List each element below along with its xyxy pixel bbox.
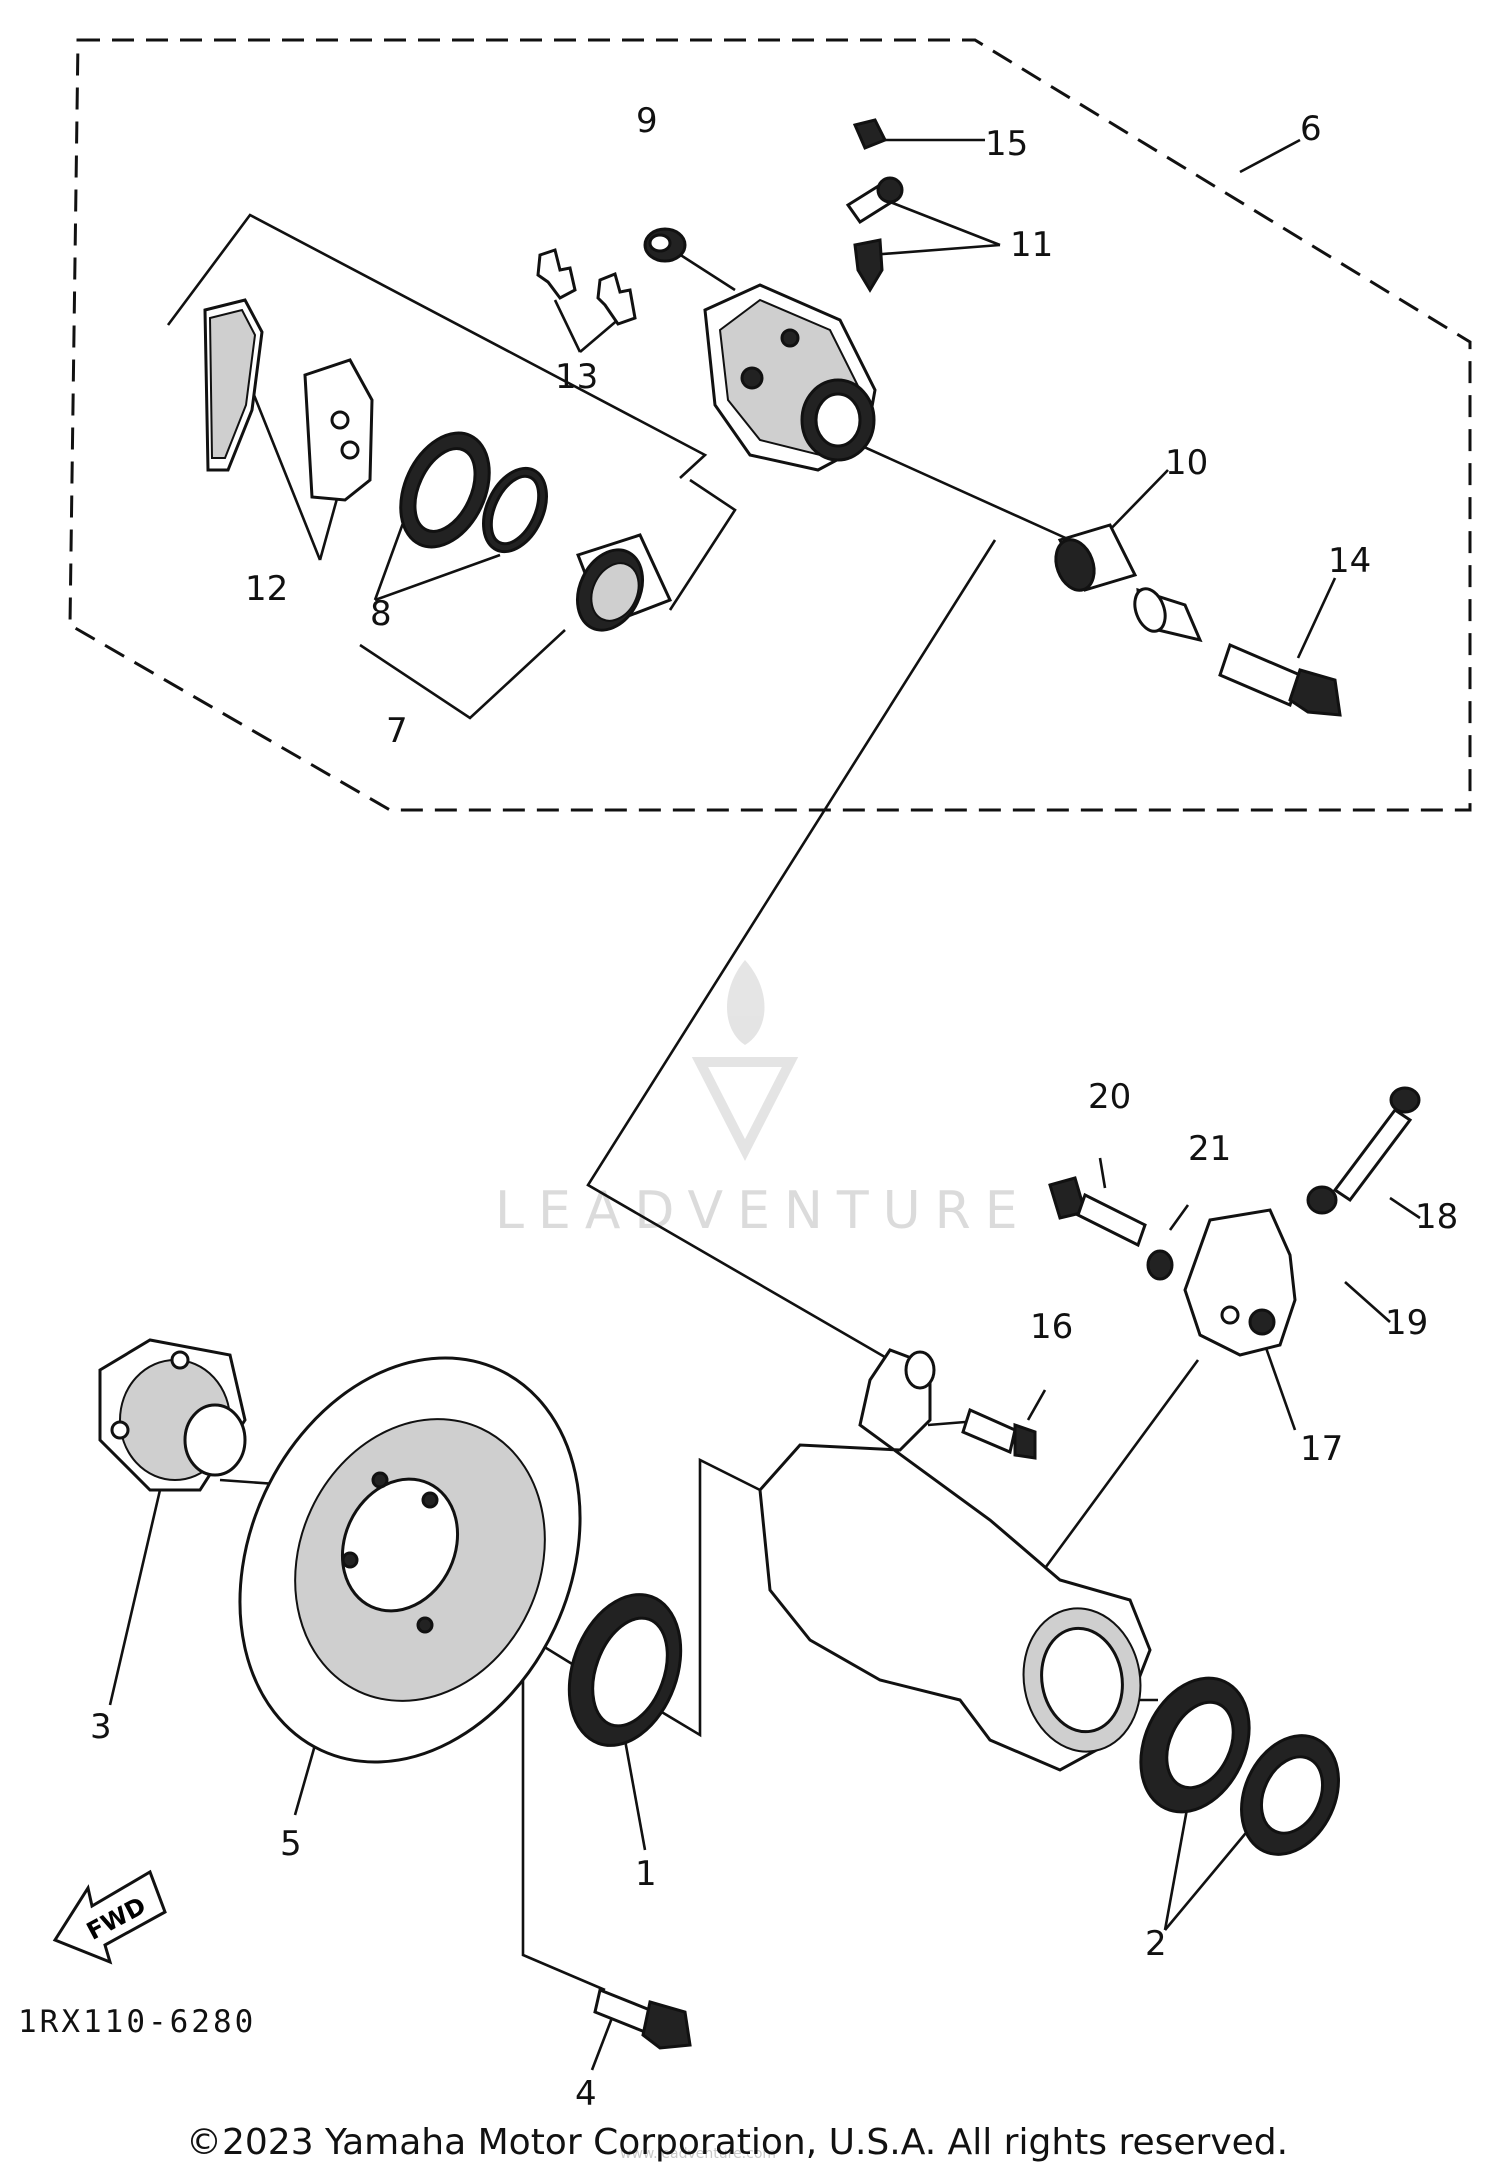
adjust-nut — [1306, 1185, 1338, 1215]
callout-4: 4 — [575, 2074, 597, 2114]
brake-disc — [238, 1356, 582, 1764]
callout-16: 16 — [1030, 1307, 1073, 1347]
caliper-body — [703, 283, 877, 472]
callout-15: 15 — [985, 124, 1028, 164]
watermark: LEADVENTURE — [495, 960, 1032, 1241]
callout-18: 18 — [1415, 1197, 1458, 1237]
bleeder-cap — [643, 227, 687, 263]
caliper-assembly-boundary — [68, 38, 1472, 812]
callout-19: 19 — [1385, 1303, 1428, 1343]
callout-8: 8 — [370, 594, 392, 634]
washer — [1146, 1249, 1174, 1281]
pad-springs — [536, 248, 637, 326]
torque-arm-bracket — [1183, 1208, 1297, 1357]
callout-17: 17 — [1300, 1429, 1343, 1469]
callout-2: 2 — [1145, 1924, 1167, 1964]
lock-nuts — [1139, 1676, 1340, 1856]
callout-12: 12 — [245, 569, 288, 609]
callout-11: 11 — [1010, 225, 1053, 265]
diagram-code: 1RX110-6280 — [18, 2004, 257, 2040]
callout-10: 10 — [1165, 443, 1208, 483]
watermark-brand: LEADVENTURE — [495, 1181, 1032, 1241]
callout-5: 5 — [280, 1824, 302, 1864]
arm-bolt — [961, 1407, 1037, 1460]
callout-9: 9 — [636, 101, 658, 141]
watermark-v-icon — [691, 1057, 799, 1161]
disc-bolt — [593, 1987, 692, 2050]
callout-7: 7 — [386, 711, 408, 751]
caliper-slide-pin — [1054, 523, 1203, 643]
caliper-bolt — [1218, 642, 1342, 717]
watermark-flame-icon — [726, 960, 765, 1045]
copyright-notice: ©2023 Yamaha Motor Corporation, U.S.A. A… — [186, 2122, 1289, 2163]
callout-13: 13 — [555, 357, 598, 397]
callout-20: 20 — [1088, 1077, 1131, 1117]
adjust-screw — [1332, 1086, 1421, 1203]
brake-pad-set — [203, 298, 374, 502]
callout-6: 6 — [1300, 109, 1322, 149]
callout-14: 14 — [1328, 541, 1371, 581]
bleed-parts — [845, 118, 904, 293]
oil-seal — [567, 1593, 683, 1747]
callout-21: 21 — [1188, 1129, 1231, 1169]
hub-housing — [758, 1348, 1152, 1772]
piston-seals — [399, 431, 548, 554]
bracket-bolt — [1048, 1176, 1147, 1248]
watermark-url: www.leadventure.com — [620, 2146, 777, 2162]
callout-3: 3 — [90, 1707, 112, 1747]
callouts: 9 15 6 11 13 10 14 12 8 7 20 21 18 16 19… — [90, 101, 1458, 2114]
callout-1: 1 — [635, 1854, 657, 1894]
caliper-piston — [576, 533, 673, 632]
forward-direction-arrow-icon: FWD — [52, 1869, 167, 1965]
hub-flange — [98, 1338, 247, 1492]
